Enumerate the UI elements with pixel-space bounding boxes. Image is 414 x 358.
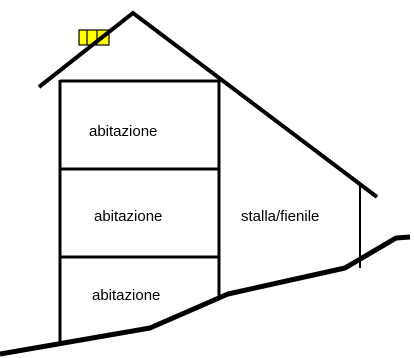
room-label-floor-middle: abitazione	[94, 208, 163, 225]
roof	[37, 10, 379, 199]
room-label-stall: stalla/fienile	[241, 208, 320, 225]
ground-line	[0, 234, 411, 357]
chimney	[78, 29, 110, 46]
room-label-floor-bottom: abitazione	[92, 287, 161, 304]
room-label-floor-top: abitazione	[89, 123, 158, 140]
